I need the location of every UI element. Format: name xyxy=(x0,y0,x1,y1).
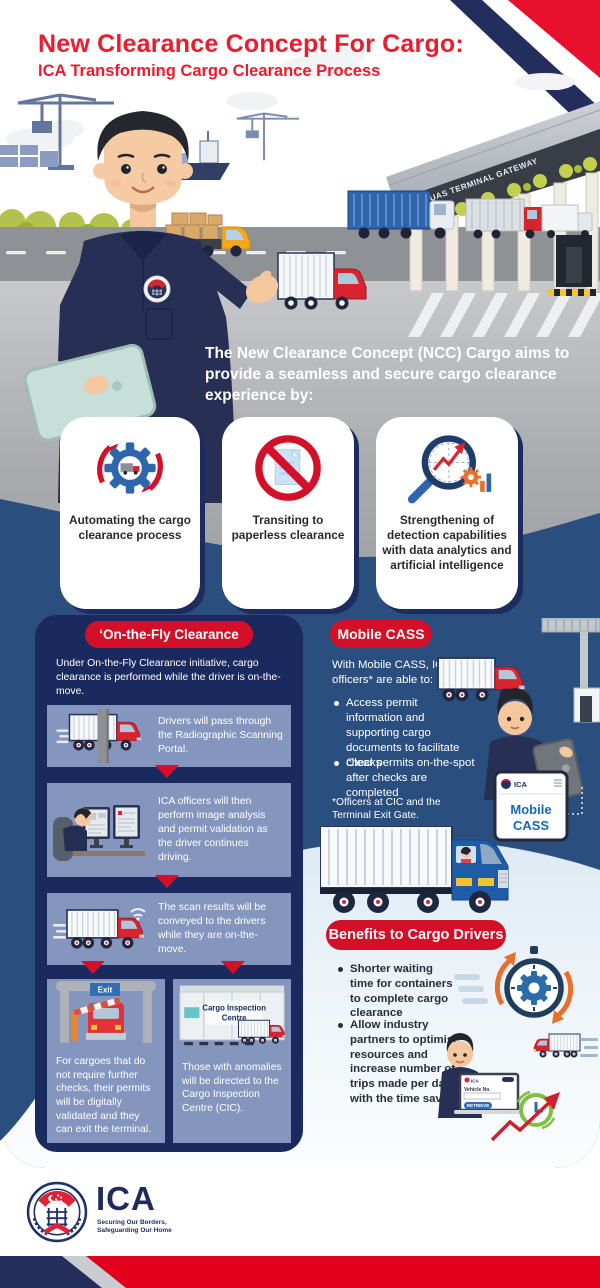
outcome-cic: Cargo Inspection Centre Those with anoma… xyxy=(173,979,291,1143)
uniform-badge-icon xyxy=(143,275,171,303)
laptop-button-label: RETRIEVE xyxy=(467,1103,490,1108)
white-truck-icon xyxy=(541,204,593,238)
silver-container-truck-icon xyxy=(465,198,544,239)
industry-partner-illustration: ICA Vehicle No. RETRIEVE xyxy=(438,1033,598,1142)
app-brand-label: ICA xyxy=(514,780,528,789)
step-1: Drivers will pass through the Radiograph… xyxy=(47,705,291,767)
step-3-text: The scan results will be conveyed to the… xyxy=(158,902,266,955)
automation-gear-icon xyxy=(97,442,163,494)
stopwatch-gear-icon xyxy=(454,946,574,1024)
flow-arrow-icon xyxy=(155,875,179,888)
flow-arrow-icon xyxy=(221,961,245,974)
step-2: ICA officers will then perform image ana… xyxy=(47,783,291,877)
step-3: The scan results will be conveyed to the… xyxy=(47,893,291,965)
cic-sign-line2: Centre xyxy=(222,1013,247,1022)
bullet-dot-icon xyxy=(334,761,339,766)
growth-chart-icon xyxy=(490,1098,554,1142)
page-subtitle: ICA Transforming Cargo Clearance Process xyxy=(38,62,381,80)
ica-crest-logo xyxy=(26,1181,88,1243)
hamburger-menu-icon xyxy=(554,779,562,787)
ica-officer-illustration xyxy=(23,111,279,503)
app-title-line1: Mobile xyxy=(510,802,551,817)
foreground-red-truck-icon xyxy=(277,252,367,310)
ica-tagline-line2: Safeguarding Our Home xyxy=(97,1227,172,1235)
aim-card-detection: Strengthening of detection capabilities … xyxy=(376,417,518,609)
mobile-cass-bullet-1-text: Access permit information and supporting… xyxy=(346,697,460,770)
mobile-cass-intro: With Mobile CASS, ICA officers* are able… xyxy=(332,659,451,687)
open-hand xyxy=(245,270,279,304)
step-2-text: ICA officers will then perform image ana… xyxy=(158,796,268,863)
hazard-stripes xyxy=(548,289,596,296)
mobile-cass-footnote: *Officers at CIC and the Terminal Exit G… xyxy=(332,797,441,822)
app-title-line2: CASS xyxy=(513,818,549,833)
shirt-pocket xyxy=(145,308,173,340)
outcome-cic-text: Those with anomalies will be directed to… xyxy=(182,1062,282,1115)
laptop-screen: ICA Vehicle No. RETRIEVE xyxy=(454,1072,524,1114)
hero-clouds xyxy=(6,92,278,150)
aim-card-paperless: Transiting to paperless clearance xyxy=(222,417,354,609)
benefits-title-pill: Benefits to Cargo Drivers xyxy=(326,920,506,950)
mobile-cass-bullet-2-text: Clear permits on-the-spot after checks a… xyxy=(346,757,475,800)
flow-arrow-icon xyxy=(81,961,105,974)
benefit-bullet-1-text: Shorter waiting time for containers to c… xyxy=(350,963,453,1020)
truck-scanning-portal-icon xyxy=(56,709,143,763)
benefit-bullet-2: Allow industry partners to optimise reso… xyxy=(338,1018,466,1107)
ica-tagline: Securing Our Borders, Safeguarding Our H… xyxy=(97,1219,172,1236)
exit-sign-label: Exit xyxy=(98,986,113,995)
benefit-bullet-1: Shorter waiting time for containers to c… xyxy=(338,962,458,1021)
intro-text: The New Clearance Concept (NCC) Cargo ai… xyxy=(205,345,570,404)
cic-sign-line1: Cargo Inspection xyxy=(202,1003,266,1012)
aim-card-label: Strengthening of detection capabilities … xyxy=(382,513,512,573)
blue-container-truck-icon xyxy=(347,190,455,239)
on-the-fly-title-pill: ‘On-the-Fly Clearance xyxy=(85,621,253,648)
ica-wordmark: ICA xyxy=(96,1180,156,1217)
exit-gantry-icon: Exit xyxy=(56,980,156,1043)
clouds-decoration xyxy=(282,47,575,90)
bullet-dot-icon xyxy=(338,1023,343,1028)
laptop-field-label: Vehicle No. xyxy=(464,1087,491,1093)
bullet-dot-icon xyxy=(334,701,339,706)
mobile-cass-bullet-1: Access permit information and supporting… xyxy=(334,696,474,771)
page-title: New Clearance Concept For Cargo: xyxy=(38,30,464,58)
footer-corner-stripes xyxy=(0,1256,126,1288)
truck-signal-icon xyxy=(53,908,146,950)
mobile-cass-illustration: ICA Mobile CASS xyxy=(437,618,600,842)
aim-card-label: Transiting to paperless clearance xyxy=(231,513,345,543)
cargo-inspection-centre-icon: Cargo Inspection Centre xyxy=(179,985,286,1046)
aim-card-label: Automating the cargo clearance process xyxy=(69,513,191,543)
paperless-icon xyxy=(255,435,321,501)
laptop-brand-label: ICA xyxy=(471,1079,480,1084)
mobile-cass-title-pill: Mobile CASS xyxy=(330,620,432,648)
on-the-fly-intro: Under On-the-Fly Clearance initiative, c… xyxy=(56,658,281,697)
ica-tagline-line1: Securing Our Borders, xyxy=(97,1219,167,1226)
outcome-exit: Exit For cargoes that do not require fur… xyxy=(47,979,165,1143)
outcome-exit-text: For cargoes that do not require further … xyxy=(56,1055,152,1136)
bullet-dot-icon xyxy=(338,967,343,972)
wifi-icon xyxy=(130,908,146,921)
step-1-text: Drivers will pass through the Radiograph… xyxy=(158,716,283,755)
detection-analytics-icon xyxy=(407,435,492,504)
port-crane-2-icon xyxy=(236,112,300,161)
container-stack-icon xyxy=(0,145,58,167)
mobile-cass-app-screen: ICA Mobile CASS xyxy=(493,770,569,842)
aim-card-automation: Automating the cargo clearance process xyxy=(60,417,200,609)
benefit-bullet-2-text: Allow industry partners to optimise reso… xyxy=(350,1019,460,1106)
port-crane-icon xyxy=(17,93,114,170)
benefits-truck-icon xyxy=(320,826,509,913)
zebra-crossing xyxy=(408,293,600,337)
officer-monitors-icon xyxy=(53,805,145,861)
corner-stripes-decoration xyxy=(450,0,600,142)
flow-arrow-icon xyxy=(155,765,179,778)
on-the-fly-panel: ‘On-the-Fly Clearance Under On-the-Fly C… xyxy=(35,615,303,1152)
mobile-cass-bullet-2: Clear permits on-the-spot after checks a… xyxy=(334,756,479,801)
